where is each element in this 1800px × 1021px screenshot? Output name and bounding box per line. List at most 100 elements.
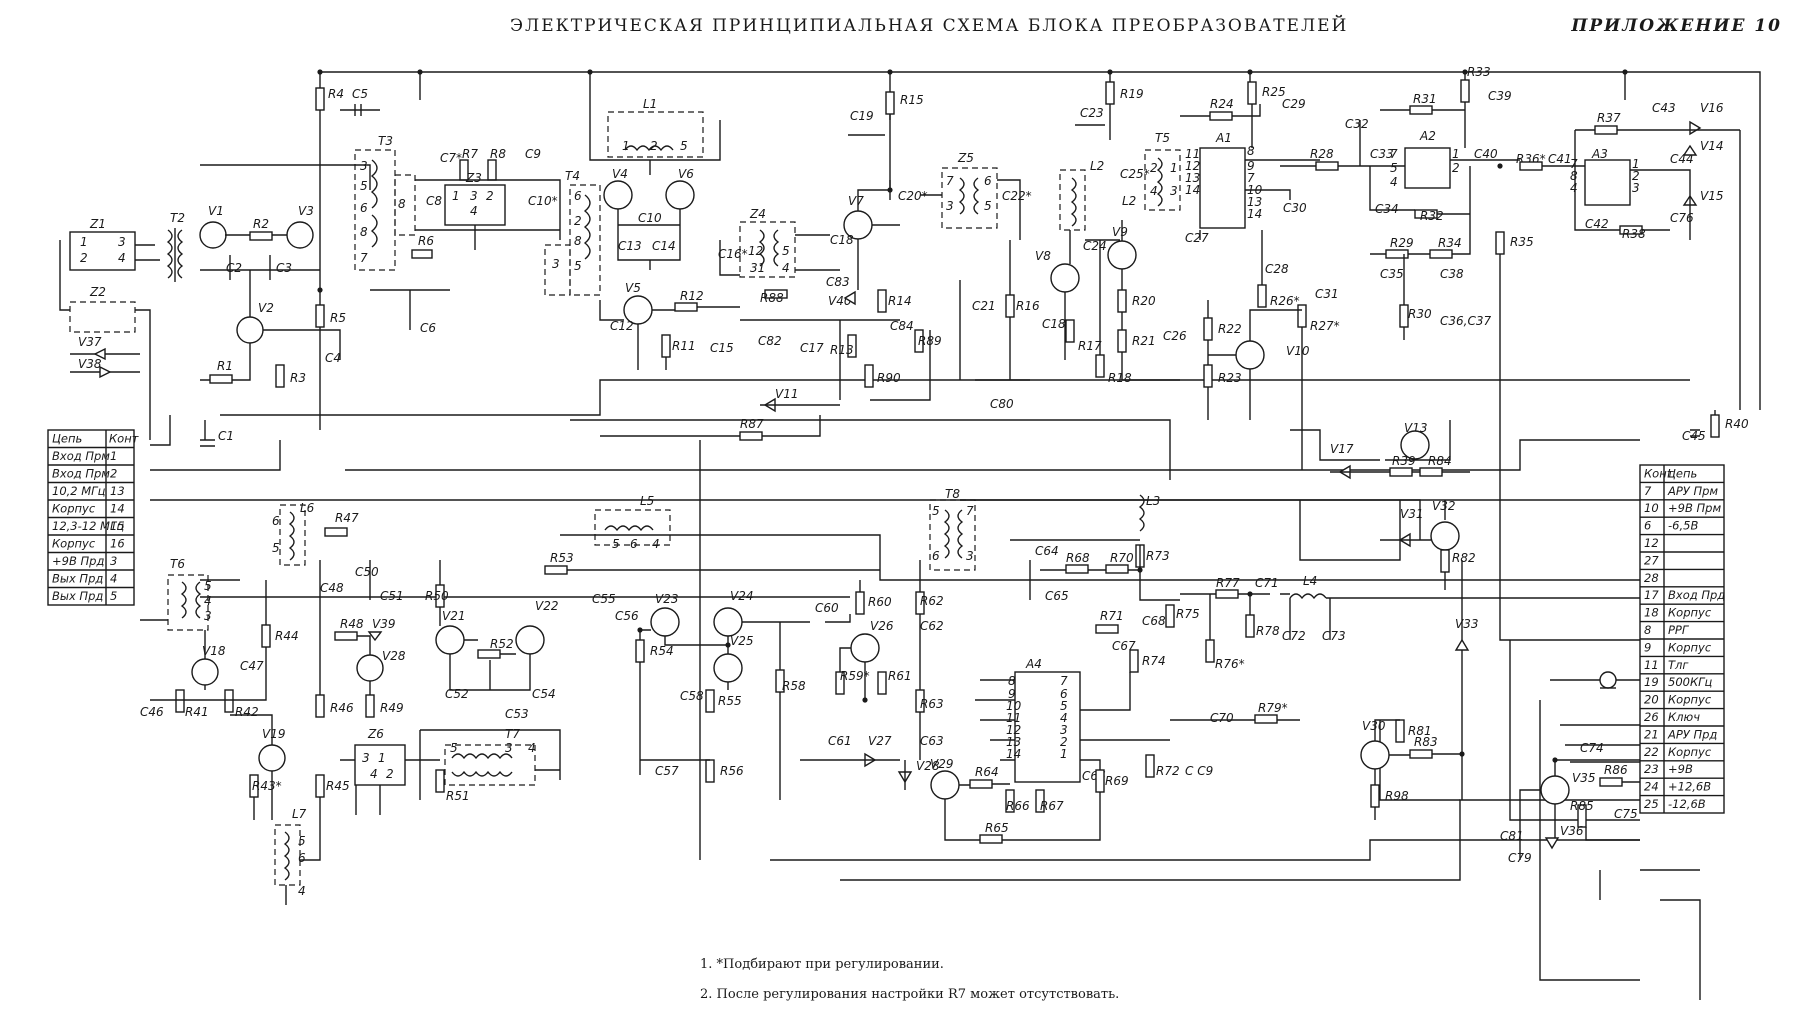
svg-text:6: 6 xyxy=(630,537,638,551)
label-t3: T3 xyxy=(378,134,393,148)
svg-text:2: 2 xyxy=(1060,735,1068,749)
junction-dot xyxy=(725,642,731,648)
svg-text:8: 8 xyxy=(398,197,406,211)
svg-text:C10: C10 xyxy=(638,211,662,225)
transformer-t5 xyxy=(1144,149,1181,211)
junction-dot xyxy=(317,69,323,75)
svg-text:R47: R47 xyxy=(335,511,359,525)
svg-text:R60: R60 xyxy=(868,595,892,609)
label-v1: V1 xyxy=(208,204,224,218)
svg-text:R43*: R43* xyxy=(252,779,282,793)
svg-text:C12: C12 xyxy=(610,319,634,333)
left-table-cell: 16 xyxy=(110,537,125,551)
resistor-r26 xyxy=(1257,284,1267,308)
svg-text:8: 8 xyxy=(1570,169,1578,183)
resistor-r22 xyxy=(1203,317,1213,341)
svg-text:2: 2 xyxy=(386,767,394,781)
right-table-cell: 28 xyxy=(1644,571,1659,585)
left-table-cell: 12,3-12 МГц xyxy=(52,519,124,533)
right-table-cell: -12,6В xyxy=(1668,797,1706,811)
svg-text:3: 3 xyxy=(360,159,368,173)
svg-text:C62: C62 xyxy=(920,619,944,633)
svg-text:5: 5 xyxy=(298,834,306,848)
svg-text:R82: R82 xyxy=(1452,551,1476,565)
resistor-r85 xyxy=(1577,804,1587,828)
svg-text:R53: R53 xyxy=(550,551,574,565)
transformer-t6 xyxy=(167,574,209,631)
svg-text:4: 4 xyxy=(1570,181,1578,195)
svg-text:C80: C80 xyxy=(990,397,1014,411)
transistor-v30 xyxy=(1360,740,1390,770)
svg-text:13: 13 xyxy=(1185,171,1200,185)
right-table-cell: 10 xyxy=(1644,501,1659,515)
resistor-r3 xyxy=(275,364,285,388)
svg-text:C19: C19 xyxy=(850,109,874,123)
t5-v9-a1-section: C25* T5 24 13 V9 R20 R21 C26 R24 R25 C29… xyxy=(1107,81,1340,470)
svg-text:C55: C55 xyxy=(592,592,616,606)
label-v21: V21 xyxy=(442,609,465,623)
svg-text:R87: R87 xyxy=(740,417,764,431)
svg-text:6: 6 xyxy=(984,174,992,188)
left-table-cell: 13 xyxy=(110,484,125,498)
svg-text:C58: C58 xyxy=(680,689,704,703)
resistor-r19 xyxy=(1105,81,1115,105)
svg-text:7: 7 xyxy=(966,504,974,518)
svg-text:C34: C34 xyxy=(1375,202,1399,216)
diode-v39 xyxy=(367,631,383,642)
junction-dot xyxy=(1247,69,1253,75)
right-table-cell: 26 xyxy=(1644,710,1659,724)
diode-v16 xyxy=(1689,120,1702,136)
svg-text:R66: R66 xyxy=(1006,799,1030,813)
svg-text:3: 3 xyxy=(552,257,560,271)
svg-text:C64: C64 xyxy=(1035,544,1059,558)
svg-text:14: 14 xyxy=(1006,747,1021,761)
svg-text:R88: R88 xyxy=(760,291,784,305)
svg-text:L2: L2 xyxy=(1122,194,1136,208)
svg-text:R41: R41 xyxy=(185,705,209,719)
resistor-r24 xyxy=(1209,111,1233,121)
svg-text:C29: C29 xyxy=(1282,97,1306,111)
svg-text:7: 7 xyxy=(1247,171,1255,185)
label-v32: V32 xyxy=(1432,499,1455,513)
label-v17: V17 xyxy=(1330,442,1354,456)
junction-dot xyxy=(862,697,868,703)
left-table-cell: 10,2 МГц xyxy=(52,484,106,498)
svg-text:R61: R61 xyxy=(888,669,912,683)
transistor-v1 xyxy=(199,221,227,249)
transistor-v10 xyxy=(1235,340,1265,370)
right-table-header-0: Конт xyxy=(1644,466,1674,480)
transistor-v29 xyxy=(930,770,960,800)
svg-text:C52: C52 xyxy=(445,687,469,701)
junction-dot xyxy=(637,627,643,633)
svg-text:R71: R71 xyxy=(1100,609,1124,623)
svg-text:3: 3 xyxy=(946,199,954,213)
svg-text:R29: R29 xyxy=(1390,236,1414,250)
left-table-cell: 3 xyxy=(110,554,117,568)
label-l6: L6 xyxy=(300,501,315,515)
transistor-v26 xyxy=(850,633,880,663)
svg-text:3: 3 xyxy=(1170,184,1178,198)
label-v23: V23 xyxy=(655,592,678,606)
filter-z5 xyxy=(941,167,998,229)
note-2: 2. После регулирования настройки R7 може… xyxy=(700,987,1120,1002)
svg-text:R74: R74 xyxy=(1142,654,1166,668)
svg-text:R20: R20 xyxy=(1132,294,1156,308)
label-v35: V35 xyxy=(1572,771,1595,785)
resistor-r84 xyxy=(1419,467,1443,477)
svg-text:R40: R40 xyxy=(1725,417,1749,431)
svg-text:R44: R44 xyxy=(275,629,299,643)
svg-text:C74: C74 xyxy=(1580,741,1604,755)
label-v39: V39 xyxy=(372,617,395,631)
svg-text:5: 5 xyxy=(1390,161,1398,175)
resistor-r31 xyxy=(1409,105,1433,115)
svg-text:12: 12 xyxy=(1185,159,1200,173)
svg-text:C21: C21 xyxy=(972,299,996,313)
svg-text:C82: C82 xyxy=(758,334,782,348)
ic-a2 xyxy=(1404,147,1451,189)
inductor-l7 xyxy=(274,824,301,886)
svg-text:C26: C26 xyxy=(1163,329,1187,343)
